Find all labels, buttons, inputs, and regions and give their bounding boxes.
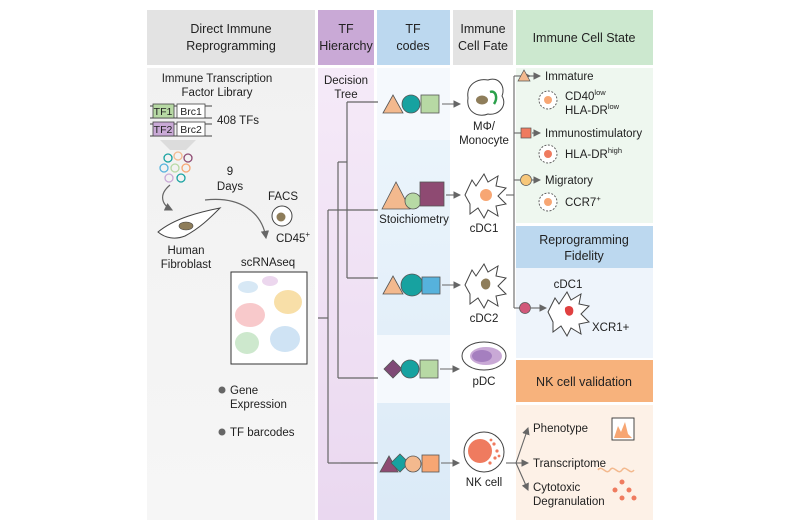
state-ccr7: CCR7+ — [565, 194, 601, 209]
facs-label: FACS — [268, 191, 298, 203]
migratory-cell-icon — [538, 192, 558, 212]
header-fate — [453, 10, 513, 65]
panel-state-bg — [516, 68, 653, 223]
header-fate-line2: Cell Fate — [458, 39, 508, 53]
library-title-line2: Factor Library — [182, 87, 253, 99]
tf2-label: TF2 — [154, 124, 173, 136]
scrnaseq-clusters — [235, 276, 302, 354]
fate-cdc1: cDC1 — [470, 223, 499, 235]
state-immunostimulatory: Immunostimulatory — [545, 128, 642, 140]
cdc1-icon — [464, 173, 508, 220]
tf2-construct — [150, 121, 212, 137]
gene-expression-bullet — [218, 386, 226, 394]
tf1-label: TF1 — [154, 106, 173, 118]
panel-fidelity-bg — [516, 268, 653, 358]
state-hladr-low: HLA-DRlow — [565, 102, 620, 117]
header-state — [516, 10, 653, 65]
tf-barcodes-label: TF barcodes — [230, 427, 295, 439]
header-fidelity-line1: Reprogramming — [539, 233, 629, 247]
header-fidelity — [516, 226, 653, 268]
fibroblast-nucleus — [178, 221, 194, 231]
cdc2-icon — [464, 263, 508, 310]
header-fidelity-line2: Fidelity — [564, 249, 604, 263]
stoichiometry-label: Stoichiometry — [379, 214, 449, 226]
nk-cell-icon — [463, 431, 505, 473]
brc2-label: Brc2 — [180, 124, 202, 136]
fate-mphi-line1: MΦ/ — [473, 121, 496, 133]
tf1-construct — [150, 103, 212, 119]
code-pdc — [383, 359, 439, 379]
state-migratory: Migratory — [545, 175, 593, 187]
nk-cytotoxic: Cytotoxic — [533, 482, 581, 494]
degranulation-dots-icon — [612, 479, 637, 501]
panel-hierarchy-bg — [318, 68, 374, 520]
days-number: 9 — [227, 166, 233, 178]
gene-label: Gene — [230, 385, 258, 397]
decision-tree-line2: Tree — [334, 89, 357, 101]
scrnaseq-label: scRNAseq — [241, 257, 295, 269]
header-reprogramming — [147, 10, 315, 65]
macrophage-icon — [467, 78, 505, 116]
fidelity-cdc1-label: cDC1 — [554, 279, 583, 291]
code-cdc2 — [382, 273, 441, 297]
library-funnel — [160, 140, 196, 150]
fate-pdc: pDC — [472, 376, 495, 388]
tf-barcodes-bullet — [218, 428, 226, 436]
nk-degranulation: Degranulation — [533, 496, 605, 508]
fate-mphi-line2: Monocyte — [459, 135, 509, 147]
state-hladr-high: HLA-DRhigh — [565, 146, 622, 161]
header-nk-validation — [516, 360, 653, 402]
migratory-marker — [520, 174, 532, 186]
immunostim-cell-icon — [538, 144, 558, 164]
library-title-line1: Immune Transcription — [162, 73, 273, 85]
cd45-label: CD45+ — [276, 230, 310, 245]
header-hierarchy-line1: TF — [338, 22, 354, 36]
tf-count: 408 TFs — [217, 115, 259, 127]
nk-transcriptome: Transcriptome — [533, 458, 606, 470]
header-nk-validation-title: NK cell validation — [536, 375, 632, 389]
immunostim-marker — [520, 127, 532, 139]
header-state-title: Immune Cell State — [533, 31, 636, 45]
header-codes — [377, 10, 450, 65]
pdc-icon — [461, 341, 507, 371]
immature-cell-icon — [538, 90, 558, 110]
fate-cdc2: cDC2 — [470, 313, 499, 325]
facs-cell-nucleus — [276, 212, 286, 222]
fidelity-cdc1-icon — [547, 291, 591, 338]
nk-phenotype: Phenotype — [533, 423, 588, 435]
fidelity-xcr1: XCR1+ — [592, 322, 630, 334]
nk-validation-arrows — [515, 426, 530, 492]
code-mphi — [382, 94, 440, 114]
code-to-fate-arrows — [440, 100, 462, 467]
header-hierarchy-line2: Hierarchy — [319, 39, 373, 53]
immature-marker — [517, 69, 531, 82]
arrow-to-scrnaseq — [204, 198, 270, 240]
brc1-label: Brc1 — [180, 106, 202, 118]
expression-label: Expression — [230, 399, 287, 411]
header-fate-line1: Immune — [460, 22, 505, 36]
fidelity-marker — [519, 302, 531, 314]
code-cdc1 — [381, 181, 445, 210]
state-immature: Immature — [545, 71, 594, 83]
fibroblast-label-line1: Human — [167, 245, 204, 257]
fate-nk: NK cell — [466, 477, 502, 489]
state-cd40: CD40low — [565, 88, 606, 103]
header-codes-line1: TF — [405, 22, 421, 36]
header-reprogramming-line2: Reprogramming — [186, 39, 276, 53]
transcriptome-wave-icon — [597, 467, 635, 473]
pooled-vector-icon — [159, 151, 193, 183]
decision-tree-line1: Decision — [324, 75, 368, 87]
header-reprogramming-line1: Direct Immune — [190, 22, 271, 36]
decision-tree-lines — [318, 101, 378, 464]
fibroblast-label-line2: Fibroblast — [161, 259, 212, 271]
header-hierarchy — [318, 10, 374, 65]
days-word: Days — [217, 181, 243, 193]
phenotype-plot-icon — [611, 417, 635, 441]
header-codes-line2: codes — [396, 39, 429, 53]
arrow-to-fibroblast — [162, 184, 174, 211]
code-nk — [379, 453, 440, 473]
